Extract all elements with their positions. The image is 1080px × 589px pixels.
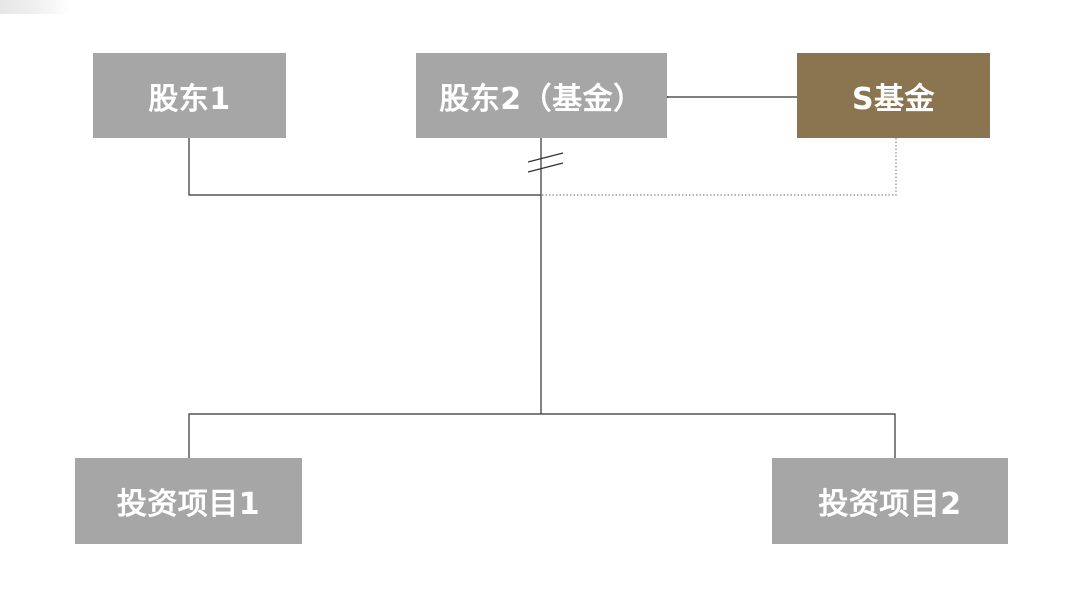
node-s-fund-label: S基金 [851, 81, 936, 117]
node-shareholder-1-label: 股东1 [148, 81, 231, 117]
break-marker [527, 152, 564, 173]
node-investment-project-2: 投资项目2 [772, 458, 1008, 544]
node-shareholder-2-label: 股东2（基金） [439, 81, 644, 117]
edge-investment-bus [188, 413, 896, 458]
node-shareholder-1: 股东1 [93, 53, 286, 138]
edge-s-fund-dotted [541, 138, 897, 196]
corner-shade [0, 0, 70, 14]
node-investment-project-1-label: 投资项目1 [116, 487, 261, 522]
node-investment-project-2-label: 投资项目2 [818, 487, 962, 522]
node-shareholder-2: 股东2（基金） [416, 53, 667, 138]
edge-shareholder-1-connector [188, 138, 541, 196]
node-investment-project-1: 投资项目1 [75, 458, 302, 544]
node-s-fund: S基金 [797, 53, 990, 138]
